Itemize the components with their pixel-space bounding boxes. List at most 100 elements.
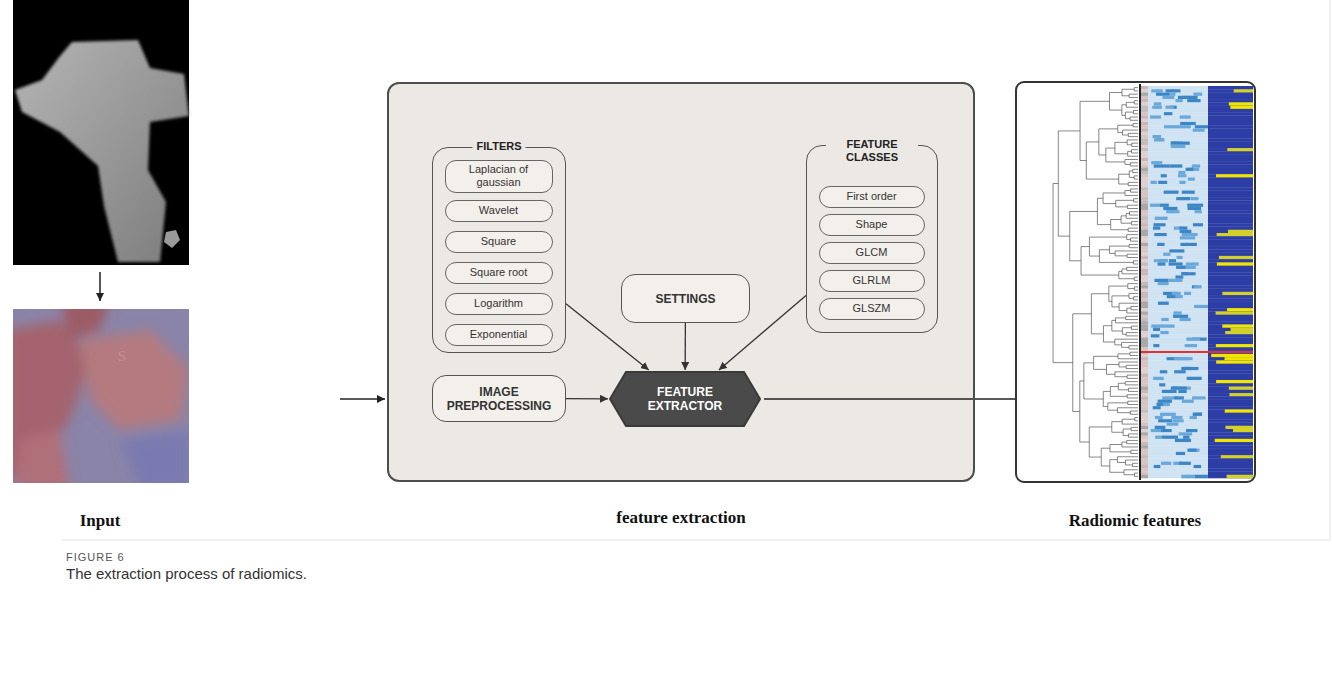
heatmap-cell: [1175, 275, 1183, 279]
heatmap-cell: [1148, 334, 1208, 338]
heatmap-cell: [1148, 370, 1208, 374]
dendrogram-branch: [1119, 174, 1130, 184]
dendrogram-branch: [1129, 244, 1138, 247]
dendrogram-branch: [1131, 189, 1138, 192]
heatmap-cell: [1208, 439, 1253, 443]
heatmap-cell: [1208, 295, 1253, 299]
filter-item: Wavelet: [445, 200, 553, 222]
heatmap-cell: [1208, 305, 1253, 309]
annotation-stripe: [1140, 243, 1148, 247]
heatmap-cell: [1148, 458, 1208, 462]
heatmap-cell: [1148, 311, 1208, 315]
heatmap-cell: [1208, 122, 1253, 126]
heatmap-cell: [1194, 475, 1207, 479]
panel-title: Input: [80, 511, 121, 531]
heatmap-cell: [1192, 396, 1206, 400]
heatmap-cell: [1187, 475, 1195, 479]
heatmap-cell: [1208, 272, 1253, 276]
heatmap-cell: [1208, 364, 1253, 368]
dendrogram-branch: [1108, 403, 1128, 410]
annotation-stripe: [1140, 177, 1148, 181]
mask-image: [13, 0, 189, 265]
heatmap-cell: [1153, 406, 1161, 410]
dendrogram-branch: [1133, 169, 1138, 172]
annotation-stripe: [1140, 102, 1148, 106]
heatmap-cell: [1208, 233, 1253, 237]
heatmap-cell: [1148, 128, 1208, 132]
heatmap-cell: [1156, 93, 1169, 97]
annotation-stripe: [1140, 380, 1148, 384]
heatmap-cell: [1148, 226, 1208, 230]
dendrogram-branch: [1097, 198, 1110, 224]
heatmap-cell: [1194, 465, 1202, 469]
heatmap-cell: [1208, 455, 1253, 459]
dendrogram-branch: [1127, 140, 1138, 145]
heatmap-cell: [1208, 269, 1253, 273]
annotation-stripe: [1140, 436, 1148, 440]
heatmap-cell: [1148, 204, 1208, 208]
group-heading: feature extraction: [389, 508, 973, 528]
heatmap-cell: [1190, 416, 1197, 420]
heatmap-cell: [1148, 223, 1208, 227]
heatmap-cell: [1154, 259, 1168, 263]
heatmap-cell: [1148, 475, 1208, 479]
heatmap-cell: [1148, 338, 1208, 342]
heatmap-cell: [1148, 168, 1208, 172]
heatmap-cell: [1148, 138, 1208, 142]
box-label: Laplacian of gaussian: [450, 163, 548, 189]
flow-arrow: [99, 272, 101, 301]
annotation-stripe: [1140, 324, 1148, 328]
radiomics-heatmap: [1016, 82, 1255, 482]
heatmap-cell: [1174, 370, 1185, 374]
heatmap-cell: [1211, 354, 1253, 358]
heatmap-cell: [1148, 422, 1208, 426]
heatmap-cell: [1221, 455, 1253, 459]
heatmap-cell: [1166, 210, 1175, 214]
heatmap-cell: [1148, 217, 1208, 221]
heatmap-cell: [1169, 259, 1176, 263]
heatmap-cell: [1148, 194, 1208, 198]
heatmap-cell: [1150, 115, 1161, 119]
annotation-stripe: [1140, 86, 1148, 90]
heatmap-cell: [1187, 204, 1203, 208]
heatmap-cell: [1158, 262, 1166, 266]
annotation-stripe: [1140, 445, 1148, 449]
heatmap-cell: [1148, 174, 1208, 178]
annotation-stripe: [1140, 321, 1148, 325]
connector-arrow: [684, 323, 686, 370]
annotation-stripe: [1140, 439, 1148, 443]
heatmap-cell: [1148, 109, 1208, 113]
heatmap-cell: [1180, 115, 1191, 119]
heatmap-cell: [1229, 387, 1253, 391]
annotation-stripe: [1140, 207, 1148, 211]
heatmap-cell: [1208, 432, 1253, 436]
heatmap-cell: [1148, 158, 1208, 162]
annotation-stripe: [1140, 168, 1148, 172]
dendrogram-branch: [1058, 131, 1080, 236]
dendrogram-branch: [1133, 261, 1138, 264]
heatmap-cell: [1180, 243, 1187, 247]
dendrogram-branch: [1125, 191, 1138, 196]
dendrogram-branch: [1103, 391, 1110, 406]
heatmap-cell: [1153, 226, 1160, 230]
mask-region: [15, 40, 189, 262]
heatmap-cell: [1148, 445, 1208, 449]
annotation-stripe: [1140, 99, 1148, 103]
annotation-stripe: [1140, 406, 1148, 410]
heatmap-cell: [1208, 373, 1253, 377]
annotation-stripe: [1140, 285, 1148, 289]
dendrogram-branch: [1129, 171, 1134, 178]
annotation-stripe: [1140, 256, 1148, 260]
heatmap-cell: [1208, 400, 1253, 404]
dendrogram-branch: [1118, 125, 1133, 132]
dendrogram-branch: [1128, 133, 1138, 136]
heatmap-cell: [1186, 243, 1197, 247]
dendrogram-branch: [1080, 101, 1109, 160]
heatmap-cell: [1208, 331, 1253, 335]
heatmap-cell: [1148, 259, 1208, 263]
annotation-stripe: [1140, 302, 1148, 306]
annotation-stripe: [1140, 393, 1148, 397]
heatmap-cell: [1148, 292, 1208, 296]
annotation-stripe: [1140, 200, 1148, 204]
box-label: First order: [846, 190, 896, 203]
